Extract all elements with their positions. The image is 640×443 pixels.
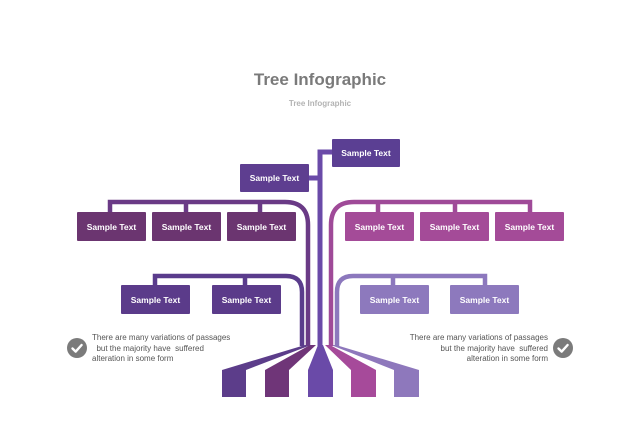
note-right: There are many variations of passages bu…	[409, 333, 548, 363]
node-label: Sample Text	[221, 294, 272, 305]
node-label: Sample Text	[236, 221, 287, 232]
node-label: Sample Text	[341, 148, 391, 158]
root-fan-1	[222, 345, 311, 370]
node-right-row1-1[interactable]: Sample Text	[345, 212, 414, 241]
page-title: Tree Infographic	[253, 70, 387, 89]
node-label: Sample Text	[354, 221, 405, 232]
root-block-3	[308, 370, 333, 397]
branch-left-row2	[152, 273, 305, 346]
branch-right-row2	[334, 273, 488, 346]
root-fan-5	[331, 345, 419, 370]
trunk	[317, 149, 333, 346]
note-left: There are many variations of passages bu…	[92, 333, 231, 363]
root-fan-4	[325, 345, 376, 370]
root-block-1	[222, 370, 246, 397]
node-left-row1-2[interactable]: Sample Text	[152, 212, 221, 241]
node-label: Sample Text	[249, 173, 300, 183]
branch-right-row1	[328, 199, 533, 346]
node-left-row2-1[interactable]: Sample Text	[121, 285, 190, 314]
root-block-4	[351, 370, 376, 397]
node-label: Sample Text	[130, 294, 181, 305]
check-circle-icon	[67, 338, 87, 358]
node-label: Sample Text	[161, 221, 212, 232]
check-circle-icon	[553, 338, 573, 358]
root-block-5	[394, 370, 419, 397]
page-subtitle: Tree Infographic	[288, 99, 352, 108]
node-label: Sample Text	[369, 294, 420, 305]
node-top-right[interactable]: Sample Text	[332, 139, 400, 167]
root-block-2	[265, 370, 289, 397]
node-label: Sample Text	[429, 221, 480, 232]
root-fan-3	[308, 345, 333, 370]
node-left-row2-2[interactable]: Sample Text	[212, 285, 281, 314]
node-right-row1-3[interactable]: Sample Text	[495, 212, 564, 241]
branch-left-row1	[107, 199, 311, 346]
node-label: Sample Text	[86, 221, 137, 232]
node-left-row1-1[interactable]: Sample Text	[77, 212, 146, 241]
node-right-row1-2[interactable]: Sample Text	[420, 212, 489, 241]
node-right-row2-2[interactable]: Sample Text	[450, 285, 519, 314]
node-top-left[interactable]: Sample Text	[240, 164, 309, 192]
node-label: Sample Text	[459, 294, 510, 305]
root-fan-2	[265, 345, 316, 370]
node-left-row1-3[interactable]: Sample Text	[227, 212, 296, 241]
node-label: Sample Text	[504, 221, 555, 232]
node-right-row2-1[interactable]: Sample Text	[360, 285, 429, 314]
